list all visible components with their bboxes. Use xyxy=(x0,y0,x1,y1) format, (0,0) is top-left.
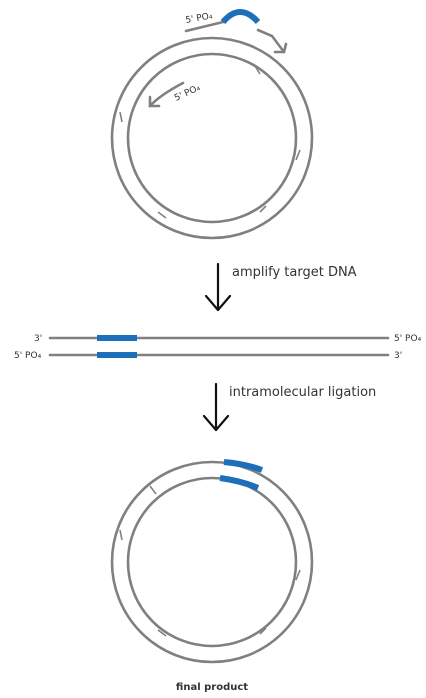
strand-tick xyxy=(259,205,267,213)
strand-tick xyxy=(259,627,267,635)
strand-tick xyxy=(295,149,301,161)
inner-primer-strand xyxy=(148,81,185,108)
final-product-label: final product xyxy=(176,682,248,693)
final-outer-target xyxy=(223,459,264,473)
step-amplify-label: amplify target DNA xyxy=(232,265,357,280)
final-inner-target xyxy=(219,475,260,491)
strand-tick xyxy=(119,529,123,541)
top-primer-target xyxy=(220,9,261,25)
top-primer-arrowhead xyxy=(273,42,288,54)
strand-tick xyxy=(149,485,157,495)
step-ligation: intramolecular ligation xyxy=(202,382,376,432)
final-plasmid xyxy=(110,459,314,664)
top-primer-strand xyxy=(184,20,225,33)
strand2-5p-label: 5' PO₄ xyxy=(14,351,42,361)
step-amplify: amplify target DNA xyxy=(204,262,357,312)
plasmid-inner-strand xyxy=(126,52,298,224)
template-plasmid: 5' PO₄ 5' PO₄ xyxy=(110,9,314,240)
final-outer-strand xyxy=(110,460,314,664)
final-inner-strand xyxy=(126,476,298,648)
down-arrow-icon xyxy=(204,262,232,312)
strand1-5p-label: 5' PO₄ xyxy=(394,334,422,344)
plasmid-outer-strand xyxy=(110,36,314,240)
step-ligation-label: intramolecular ligation xyxy=(229,385,376,400)
strand-tick xyxy=(254,65,261,75)
strand-tick xyxy=(157,211,167,219)
inner-primer-arrowhead xyxy=(148,95,161,108)
top-primer-5p-label: 5' PO₄ xyxy=(185,11,214,26)
linear-product: 3' 5' PO₄ 5' PO₄ 3' xyxy=(14,334,422,361)
strand2-3p-label: 3' xyxy=(394,351,402,361)
strand1-3p-label: 3' xyxy=(34,334,42,344)
top-primer-extension xyxy=(256,28,286,54)
down-arrow-icon xyxy=(202,382,230,432)
strand-tick xyxy=(119,111,123,123)
strand-tick xyxy=(295,569,301,581)
strand-tick xyxy=(157,629,167,637)
